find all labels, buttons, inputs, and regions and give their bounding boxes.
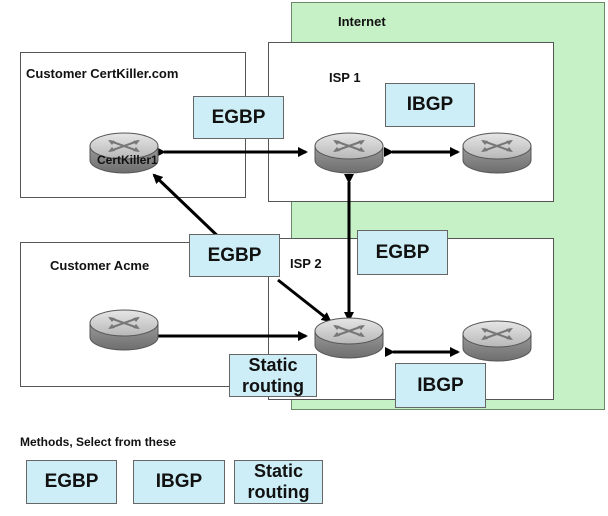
internet-label: Internet — [338, 14, 386, 29]
methods-label: Methods, Select from these — [20, 435, 177, 449]
method-static-routing-option[interactable]: Static routing — [234, 460, 323, 504]
arrow-egbp-to-certkiller — [152, 173, 228, 246]
method-egbp-option[interactable]: EGBP — [26, 460, 117, 504]
router-certkiller-label: CertKiller1 — [97, 153, 158, 167]
arrow-egbp-to-isp2 — [277, 278, 332, 323]
router-acme — [89, 309, 159, 351]
protocol-static-routing: Static routing — [229, 354, 317, 397]
method-ibgp-option[interactable]: IBGP — [133, 460, 225, 504]
router-isp2-edge — [314, 317, 384, 359]
router-isp1-internal — [462, 132, 532, 174]
protocol-ibgp-isp2: IBGP — [395, 363, 486, 408]
isp2-label: ISP 2 — [290, 256, 322, 271]
router-isp1-edge — [314, 132, 384, 174]
customer-acme-label: Customer Acme — [50, 258, 150, 273]
protocol-egbp-middle: EGBP — [189, 234, 280, 277]
router-isp2-internal — [462, 320, 532, 362]
protocol-egbp-top: EGBP — [193, 96, 284, 139]
protocol-ibgp-isp1: IBGP — [385, 83, 475, 127]
protocol-egbp-right: EGBP — [357, 230, 448, 275]
customer-certkiller-label: Customer CertKiller.com — [26, 66, 179, 81]
isp1-label: ISP 1 — [329, 70, 361, 85]
